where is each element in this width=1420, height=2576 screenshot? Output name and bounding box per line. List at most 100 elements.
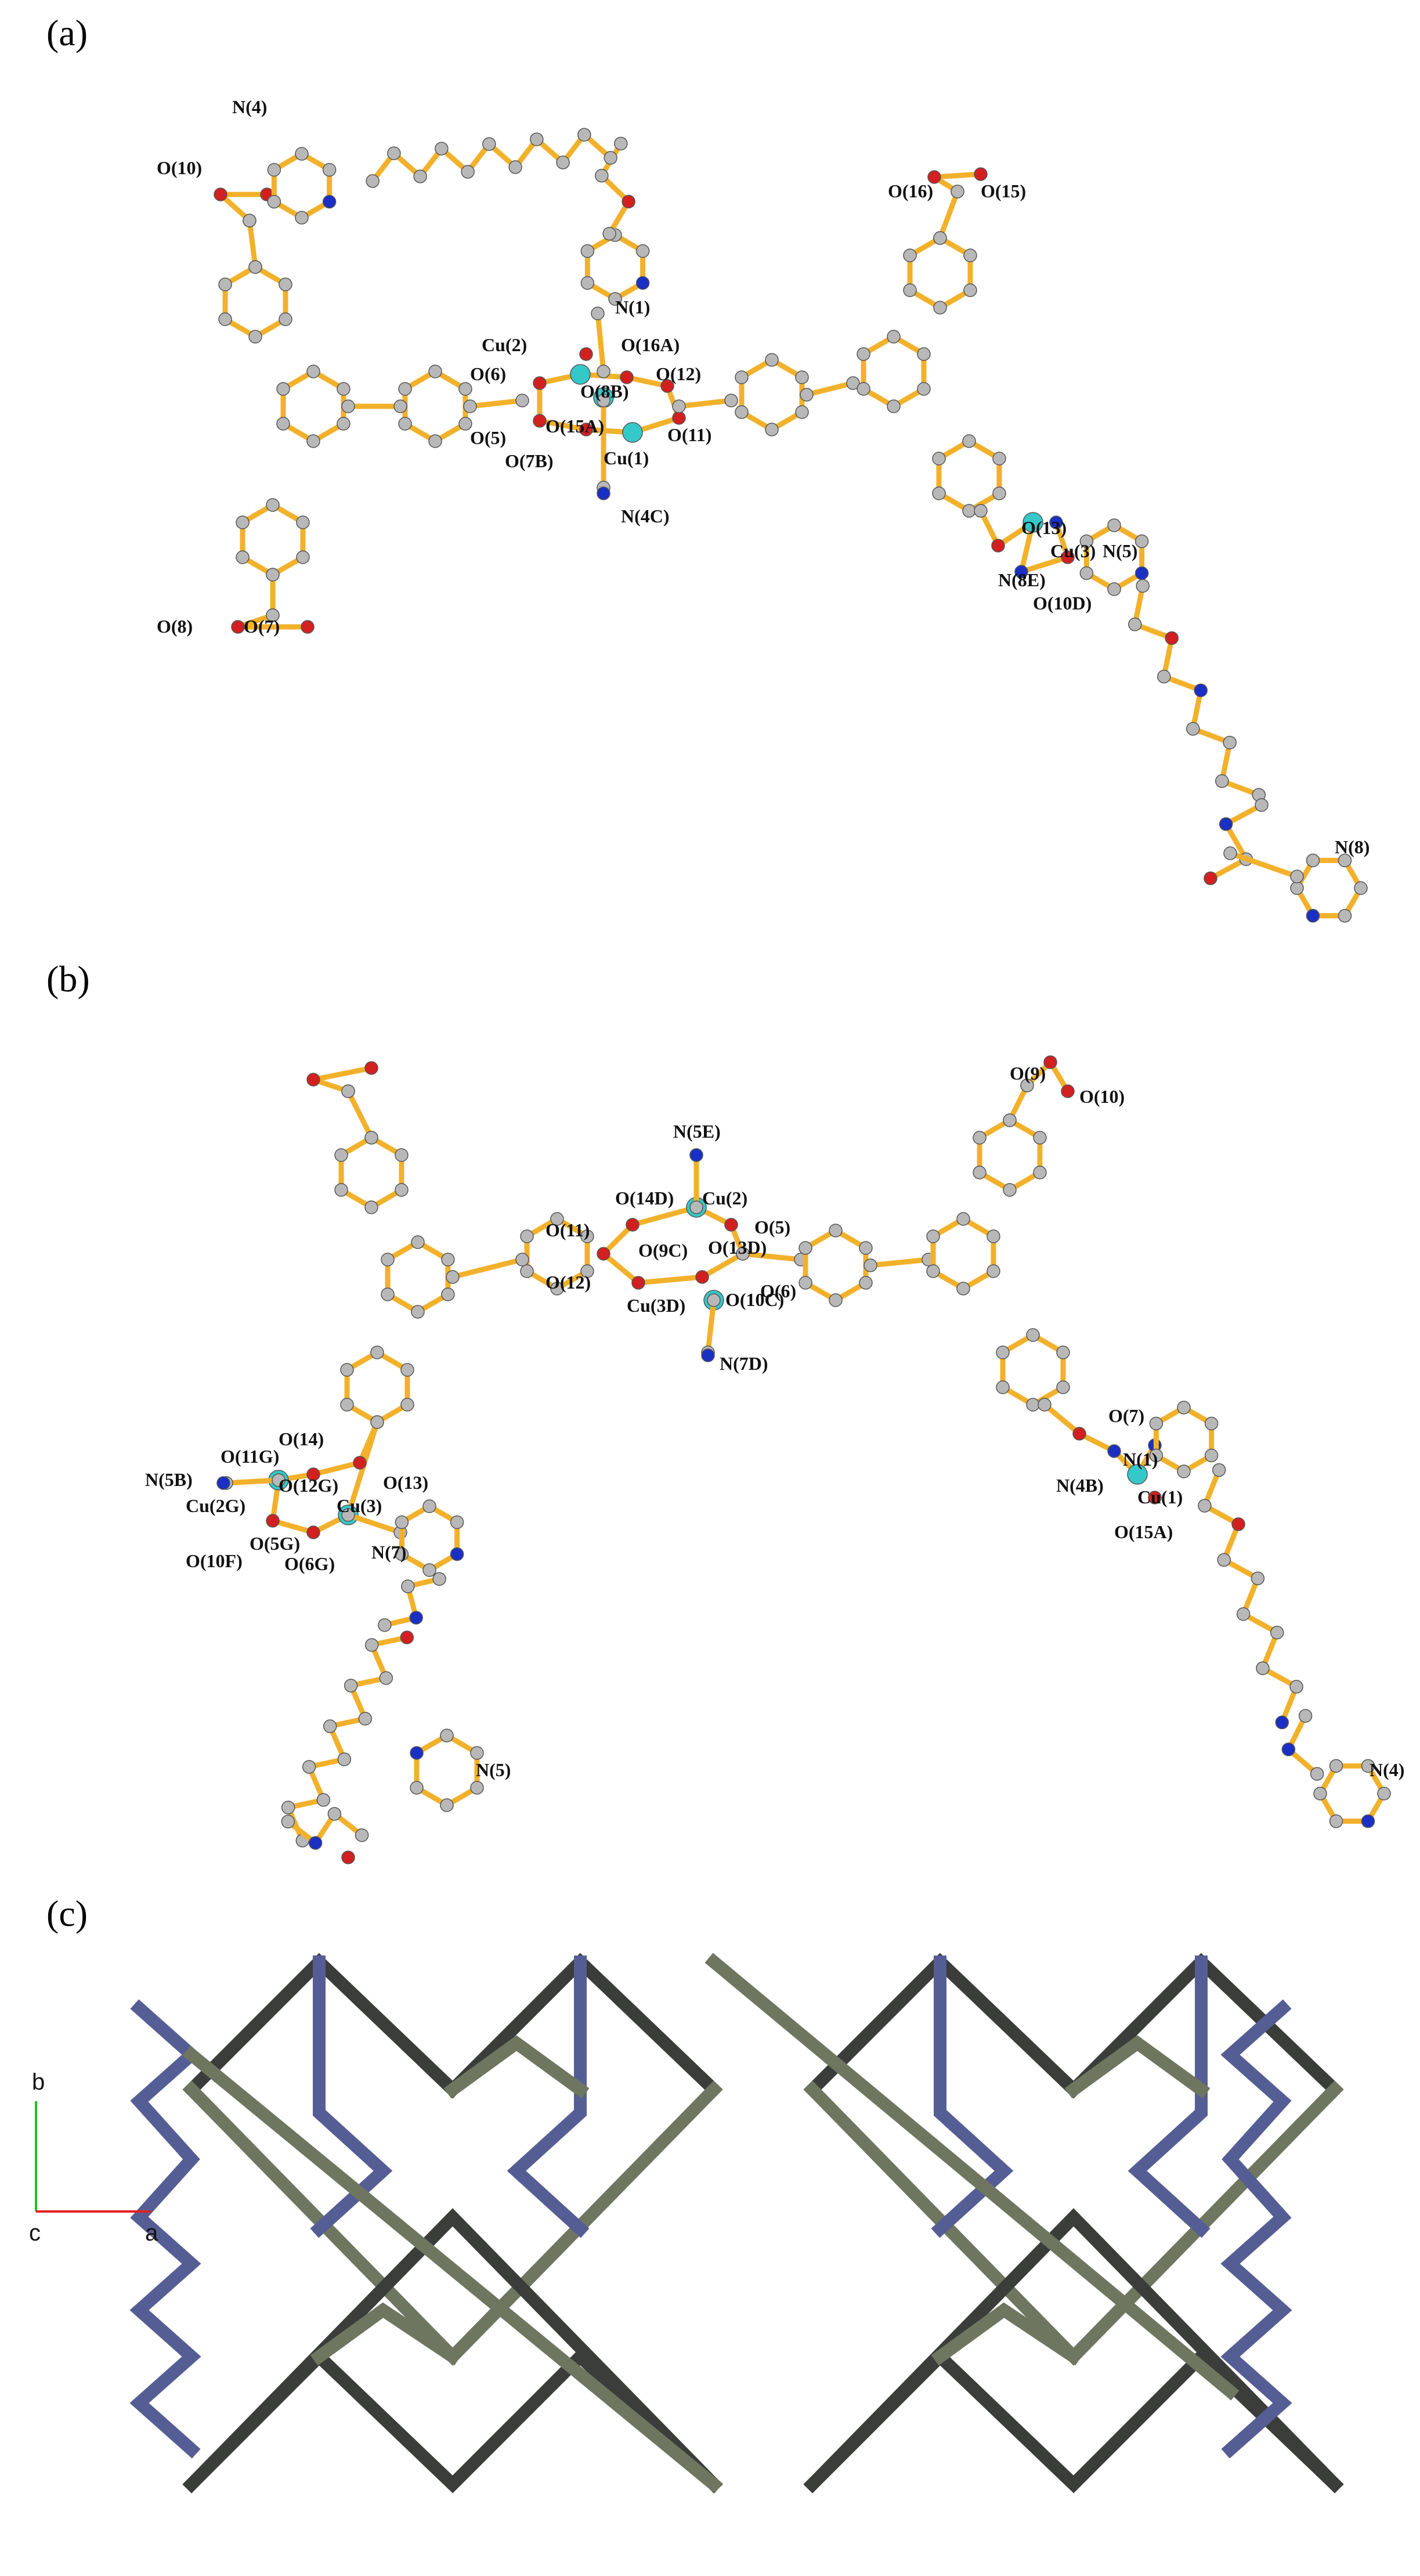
- pyridyl-n5-b-atom: [440, 1798, 454, 1812]
- chain-a-long-atom: [508, 160, 522, 174]
- cu3-site-atom: [1049, 515, 1063, 529]
- ring-a6-atom: [887, 330, 901, 344]
- chain-b-right2-atom: [1281, 1742, 1296, 1756]
- paddlewheel-a-atom: [660, 379, 674, 393]
- cu3-site-atom: [1014, 565, 1028, 579]
- cu-cluster-b-atom: [266, 1514, 280, 1528]
- chain-a-long-atom: [530, 132, 544, 146]
- link-atom: [515, 1253, 529, 1267]
- pyridyl-n5-b-atom: [470, 1746, 484, 1760]
- paddlewheel-b-atom: [626, 1218, 639, 1232]
- pyridyl-n7-atom: [450, 1515, 464, 1529]
- chain-b-left3-atom: [308, 1836, 323, 1850]
- net-blue-loop: [507, 1956, 590, 2238]
- link-atom: [463, 399, 477, 413]
- ring-a8-atom: [992, 452, 1006, 466]
- carboxyl-o16-atom: [951, 185, 964, 199]
- ring-b6-atom: [956, 1282, 970, 1296]
- ring-b7-atom: [973, 1131, 987, 1145]
- ring-a1-atom: [279, 277, 292, 291]
- pyridyl-n4-b-atom: [1329, 1759, 1343, 1773]
- net-small-diamond: [1064, 2035, 1211, 2099]
- paddlewheel-a-atom: [533, 414, 547, 428]
- chain-a-long-atom: [435, 142, 449, 156]
- net-inv-v: [803, 2208, 1344, 2494]
- ring-a7-atom: [963, 283, 977, 297]
- ring-b8-atom: [1056, 1380, 1070, 1394]
- chain-a-right-atom: [1186, 721, 1200, 736]
- atom-label-a: O(7): [244, 616, 280, 637]
- pyridyl-n7-atom: [450, 1547, 464, 1561]
- pyridyl-n5-b-atom: [410, 1746, 424, 1760]
- net-blue-loop: [1128, 1956, 1211, 2238]
- link-atom: [515, 394, 529, 407]
- panel-label-c: (c): [46, 1893, 88, 1934]
- chain-b-right-atom: [1231, 1517, 1245, 1531]
- pyridyl-n8-atom: [1290, 881, 1304, 895]
- paddlewheel-b-bond: [630, 1204, 699, 1228]
- chain-a-long-atom: [366, 174, 380, 188]
- cu3-site-bond: [1018, 554, 1071, 575]
- cu-n-atom: [597, 394, 610, 407]
- paddlewheel-a-bond: [537, 418, 589, 432]
- pyridyl-n8-atom: [1306, 908, 1320, 923]
- chain-b-left3-atom: [327, 1807, 342, 1821]
- atom-label-b: O(12G): [279, 1475, 338, 1496]
- paddlewheel-b-atom: [695, 1270, 709, 1284]
- chain-b-left1-atom: [401, 1579, 415, 1593]
- cu-n1-atom: [597, 365, 610, 378]
- paddlewheel-b-atom: [597, 1247, 610, 1261]
- paddlewheel-a-atom: [622, 422, 643, 443]
- chain-b-left2-atom: [302, 1760, 316, 1774]
- ring-a8-atom: [962, 434, 976, 448]
- atom-label-b: O(9C): [638, 1240, 688, 1261]
- ring-a8-atom: [962, 504, 976, 518]
- link-atom: [1223, 846, 1237, 860]
- paddlewheel-a-atom: [672, 411, 686, 425]
- atom-label-a: O(5): [470, 427, 506, 448]
- net-left-edge: [129, 1999, 201, 2459]
- cu-n1-atom: [591, 306, 605, 320]
- chain-b-right-atom: [1212, 1463, 1226, 1477]
- chain-a-right-atom: [1215, 774, 1229, 788]
- cu-n5b-bond: [223, 1477, 281, 1486]
- ring-a6-atom: [917, 382, 931, 396]
- cu1-site-atom: [1038, 1398, 1052, 1412]
- paddlewheel-b-bond: [699, 1251, 746, 1280]
- carboxyl-b1-bond: [310, 1065, 374, 1083]
- atom-label-b: O(14D): [615, 1188, 674, 1208]
- atom-label-a: O(16): [888, 181, 933, 201]
- pyridyl-b-right-atom: [1204, 1416, 1219, 1431]
- link-bond: [450, 1257, 525, 1280]
- carboxyl-o8-atom: [266, 608, 280, 622]
- atom-label-b: Cu(2): [702, 1188, 747, 1208]
- pyridyl-n5-atom: [1134, 566, 1149, 580]
- pyridyl-n4-atom: [267, 194, 281, 209]
- chain-a-long-atom: [387, 146, 401, 160]
- ring-b5-atom: [829, 1293, 843, 1307]
- chain-a-right2-atom: [1204, 871, 1217, 885]
- ring-a7-atom: [903, 283, 917, 297]
- atom-label-a: Cu(1): [604, 448, 649, 468]
- net-diag: [182, 2045, 723, 2494]
- panel-label-a: (a): [46, 12, 88, 53]
- ring-a3-atom: [236, 515, 250, 529]
- ring-a2-atom: [276, 382, 290, 396]
- ring-a4-atom: [398, 417, 412, 431]
- ring-b4-atom: [520, 1264, 534, 1278]
- ring-b2-atom: [441, 1287, 455, 1301]
- ring-a4-atom: [458, 417, 472, 431]
- cu1-site-bond: [1042, 1402, 1082, 1437]
- chain-b-right2-atom: [1310, 1767, 1324, 1781]
- ring-a5-atom: [735, 370, 749, 384]
- ring-b1-atom: [364, 1200, 378, 1214]
- chain-b-right-atom: [1236, 1607, 1251, 1621]
- ring-a7-atom: [933, 301, 947, 315]
- link-bond: [247, 218, 258, 270]
- link-atom: [1290, 870, 1304, 883]
- net-inv-v: [182, 2208, 723, 2494]
- chain-a-long-atom: [461, 165, 475, 179]
- net-small-diamond: [443, 2035, 590, 2099]
- cu-cluster-b-atom: [306, 1525, 320, 1539]
- link-atom: [863, 1258, 877, 1272]
